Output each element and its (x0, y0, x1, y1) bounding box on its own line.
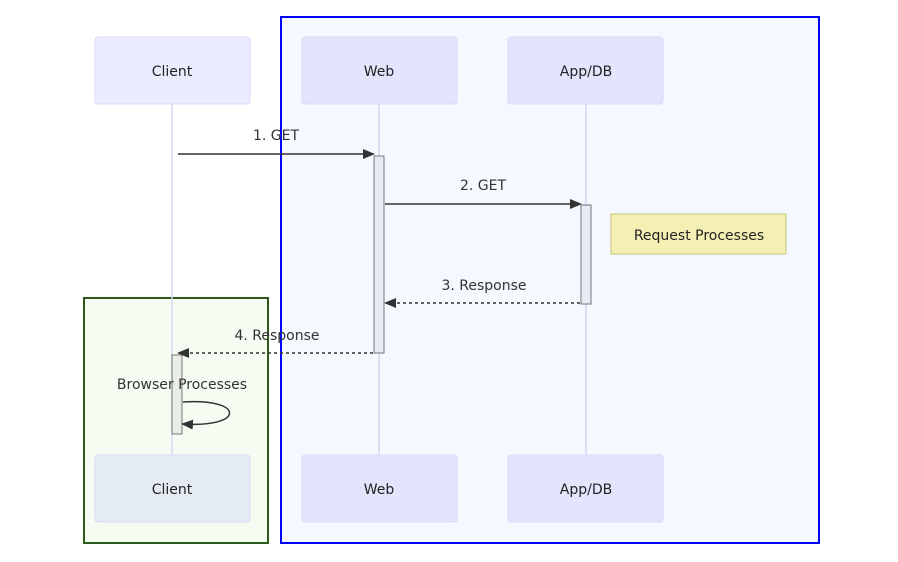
actor-label: Client (152, 482, 193, 498)
actor-label: App/DB (560, 64, 612, 80)
actor-appdb-top[interactable]: App/DB (507, 36, 664, 105)
activation-appdb (580, 204, 592, 305)
message-4-label: 4. Response (234, 328, 319, 344)
note-label: Request Processes (634, 228, 764, 244)
activation-web (373, 155, 385, 354)
self-message-arrow (181, 400, 230, 430)
actor-web-bottom[interactable]: Web (301, 454, 458, 523)
actor-label: Client (152, 64, 193, 80)
actor-client-bottom[interactable]: Client (94, 454, 251, 523)
actor-label: Web (364, 482, 395, 498)
note-request-processes: Request Processes (610, 213, 787, 255)
actor-client-top[interactable]: Client (94, 36, 251, 105)
actor-label: Web (364, 64, 395, 80)
actor-web-top[interactable]: Web (301, 36, 458, 105)
actor-appdb-bottom[interactable]: App/DB (507, 454, 664, 523)
message-2-label: 2. GET (460, 178, 507, 194)
message-1-label: 1. GET (253, 128, 300, 144)
message-3-label: 3. Response (441, 278, 526, 294)
actor-label: App/DB (560, 482, 612, 498)
message-5-label: Browser Processes (117, 377, 247, 393)
activation-client (171, 354, 183, 435)
